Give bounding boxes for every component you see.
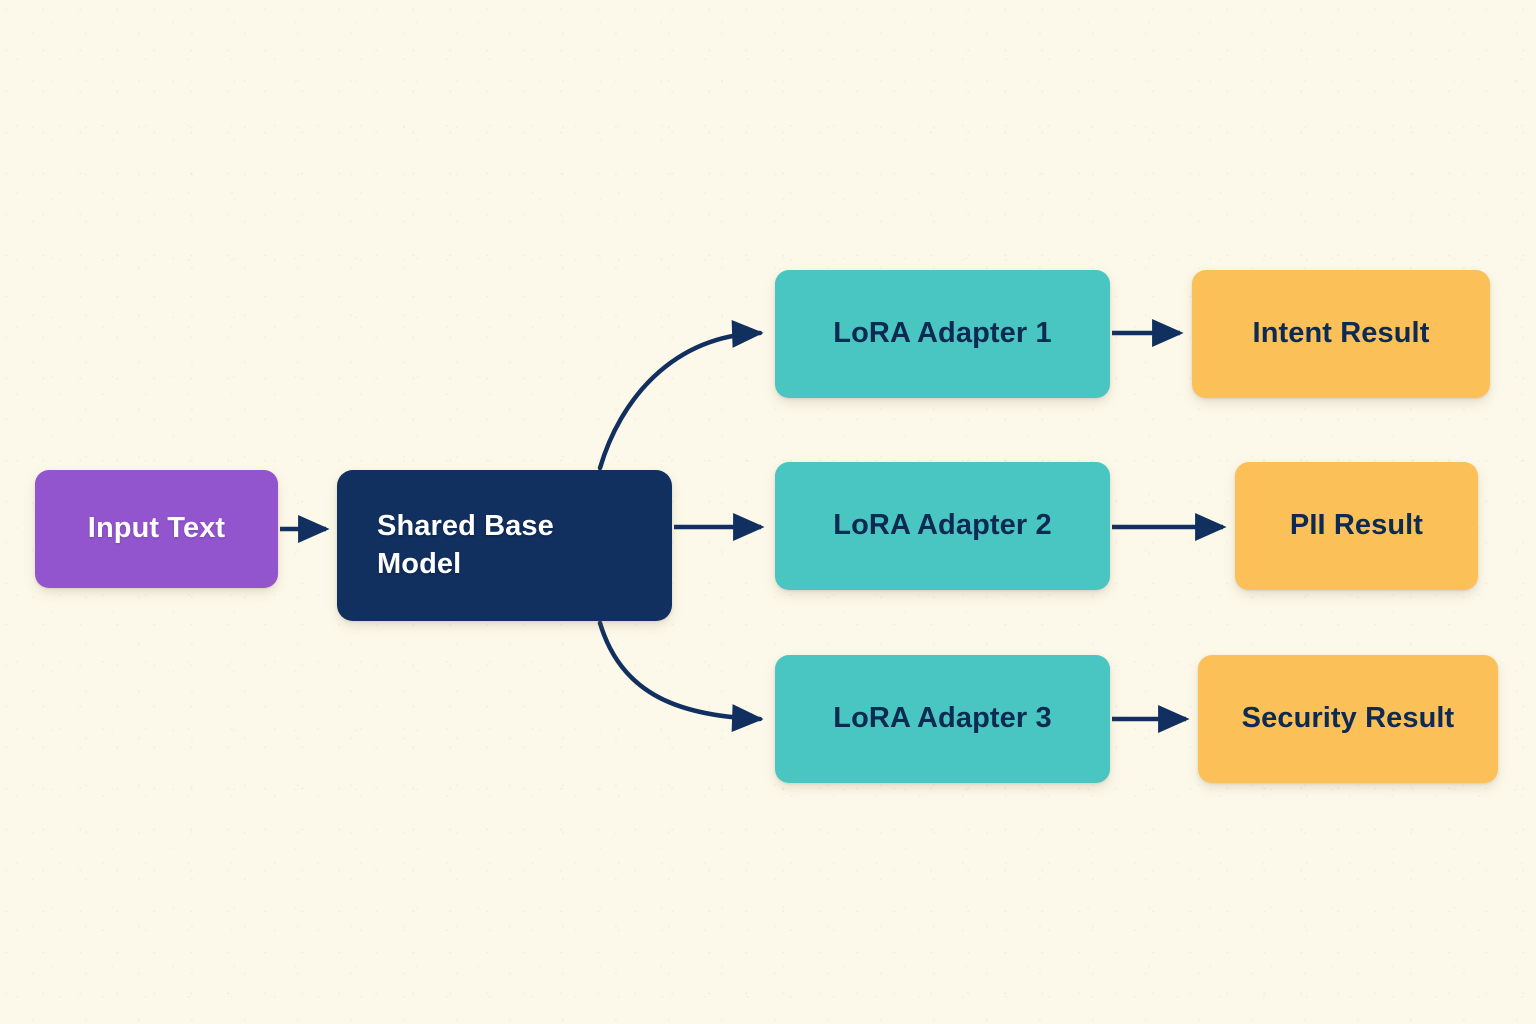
node-shared-base-model[interactable]: Shared Base Model: [337, 470, 672, 621]
node-intent-result[interactable]: Intent Result: [1192, 270, 1490, 398]
node-input-text-label: Input Text: [87, 512, 226, 545]
node-lora-adapter-2-label: LoRA Adapter 2: [833, 509, 1052, 542]
node-pii-result[interactable]: PII Result: [1235, 462, 1478, 590]
node-security-result-label: Security Result: [1241, 702, 1455, 735]
node-lora-adapter-3[interactable]: LoRA Adapter 3: [775, 655, 1110, 783]
node-security-result[interactable]: Security Result: [1198, 655, 1498, 783]
node-lora-adapter-3-label: LoRA Adapter 3: [833, 702, 1052, 735]
node-lora-adapter-1[interactable]: LoRA Adapter 1: [775, 270, 1110, 398]
node-lora-adapter-1-label: LoRA Adapter 1: [833, 317, 1052, 350]
node-lora-adapter-2[interactable]: LoRA Adapter 2: [775, 462, 1110, 590]
edge-base-to-adapter-3: [597, 620, 764, 732]
node-shared-base-model-label: Shared Base Model: [377, 510, 554, 580]
node-input-text[interactable]: Input Text: [35, 470, 278, 588]
node-intent-result-label: Intent Result: [1252, 317, 1430, 350]
edge-base-to-adapter-1: [597, 320, 764, 471]
node-pii-result-label: PII Result: [1289, 509, 1424, 542]
